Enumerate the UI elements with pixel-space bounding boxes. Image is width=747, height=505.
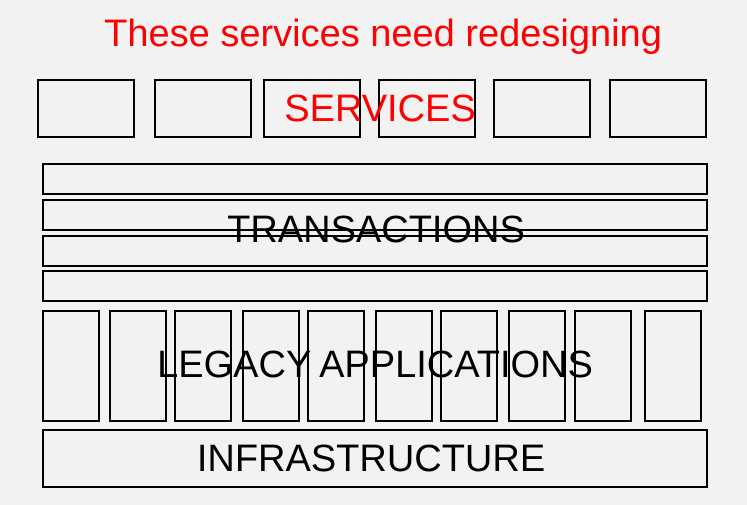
service-box xyxy=(263,79,361,138)
service-box xyxy=(154,79,252,138)
legacy-app-column xyxy=(174,310,232,422)
legacy-app-column xyxy=(574,310,632,422)
transaction-bar xyxy=(42,199,708,231)
legacy-app-column xyxy=(508,310,566,422)
legacy-app-column xyxy=(242,310,300,422)
legacy-app-column xyxy=(42,310,100,422)
transaction-bar xyxy=(42,270,708,302)
service-box xyxy=(378,79,476,138)
headline-text: These services need redesigning xyxy=(104,13,662,55)
transactions-label: TRANSACTIONS xyxy=(227,209,525,251)
legacy-applications-label: LEGACY APPLICATIONS xyxy=(157,344,593,386)
services-label: SERVICES xyxy=(284,88,476,130)
legacy-app-column xyxy=(307,310,365,422)
legacy-app-column xyxy=(109,310,167,422)
service-box xyxy=(493,79,591,138)
service-box xyxy=(37,79,135,138)
legacy-app-column xyxy=(440,310,498,422)
service-box xyxy=(609,79,707,138)
infrastructure-bar xyxy=(42,429,708,488)
transaction-bar xyxy=(42,163,708,195)
infrastructure-label: INFRASTRUCTURE xyxy=(196,438,546,480)
transaction-bar xyxy=(42,235,708,267)
legacy-app-column xyxy=(375,310,433,422)
legacy-app-column xyxy=(644,310,702,422)
